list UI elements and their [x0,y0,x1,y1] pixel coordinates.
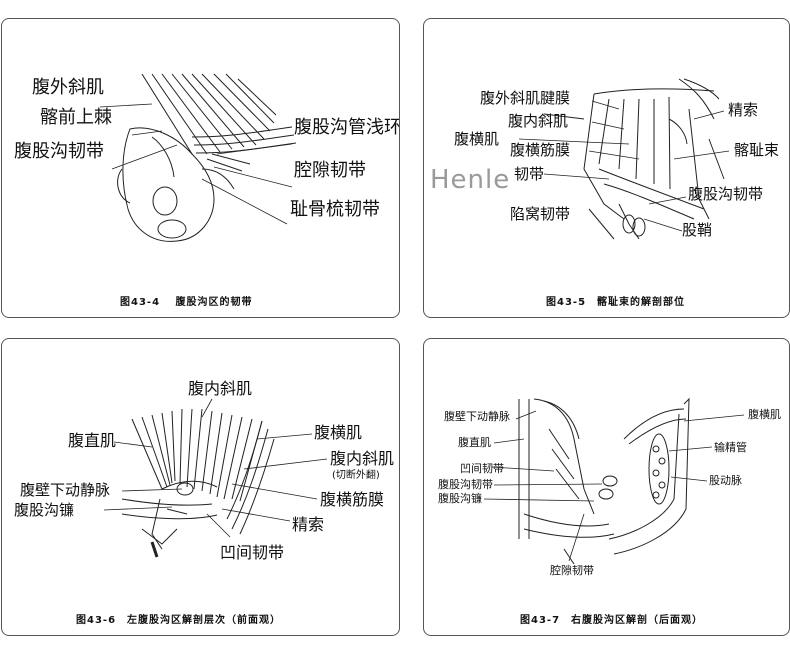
label-transversus-4: 腹横肌 [748,408,781,421]
label-ligament: 韧带 [514,165,545,183]
label-interfoveolar-ligament: 陷窝韧带 [510,205,571,223]
label-vas-deferens: 输精管 [714,441,747,454]
label-spermatic-cord-3: 精索 [292,515,325,534]
label-femoral-artery: 股动脉 [709,474,742,487]
figure-43-5-drawing [518,78,730,240]
label-obliquus-internus-note: (切断外翻) [332,470,380,481]
label-obliquus-externus: 腹外斜肌 [32,77,104,98]
figure-43-4-drawing [99,73,297,242]
label-rectus: 腹直肌 [68,431,117,450]
label-superficial-ring: 腹股沟管浅环 [294,117,400,138]
figure-43-5: Henle 腹外斜肌腱膜 腹内斜肌 腹横肌 腹横筋膜 韧带 陷窝韧带 精索 髂耻… [423,18,790,318]
label-transversus: 腹横肌 [454,130,500,148]
caption-43-5: 图43-5 髂耻束的解剖部位 [546,297,686,308]
label-sheath: 股鞘 [682,221,713,239]
caption-43-7: 图43-7 右腹股沟区解剖（后面观） [520,615,704,626]
label-inguinal-ligament-2: 腹股沟韧带 [688,185,764,203]
caption-43-4: 图43-4 腹股沟区的韧带 [120,297,253,308]
label-iliopubic-tract: 髂耻束 [734,141,780,159]
label-obliquus-internus-right: 腹内斜肌 [330,449,395,468]
label-inguinal-ligament-4: 腹股沟韧带 [438,478,493,491]
figure-43-7: 腹壁下动静脉 腹直肌 凹间韧带 腹股沟韧带 腹股沟镰 腔隙韧带 腹横肌 输精管 … [423,338,790,636]
figure-43-4: 腹外斜肌 髂前上棘 腹股沟韧带 腹股沟管浅环 腔隙韧带 耻骨梳韧带 图43-4 … [1,18,400,318]
label-obliquus-internus: 腹内斜肌 [508,112,569,130]
figure-43-6-drawing [103,398,328,558]
figure-43-6: 腹内斜肌 腹直肌 腹横肌 腹内斜肌 (切断外翻) 腹壁下动静脉 腹股沟镰 腹横筋… [1,338,400,636]
label-spermatic-cord: 精索 [728,101,759,119]
watermark-henle: Henle [430,165,511,195]
label-lacunar-4: 腔隙韧带 [550,564,594,577]
label-obliquus-externus-aponeurosis: 腹外斜肌腱膜 [480,89,571,107]
label-inguinal-falx-4: 腹股沟镰 [438,492,482,505]
label-pectineal-ligament: 耻骨梳韧带 [290,199,380,220]
label-transversalis-fascia-3: 腹横筋膜 [320,490,385,509]
label-inguinal-falx: 腹股沟镰 [14,501,75,519]
label-transversus-3: 腹横肌 [314,423,363,442]
label-lacunar-ligament: 腔隙韧带 [294,160,366,181]
label-iliac-spine: 髂前上棘 [40,107,112,128]
label-inguinal-ligament: 腹股沟韧带 [14,141,104,162]
label-obliquus-internus-top: 腹内斜肌 [188,379,253,398]
label-inferior-epigastric-4: 腹壁下动静脉 [444,410,510,423]
label-inferior-epigastric: 腹壁下动静脉 [20,481,111,499]
label-rectus-4: 腹直肌 [458,436,491,449]
label-interfoveolar-4: 凹间韧带 [460,462,504,475]
label-interfoveolar-3: 凹间韧带 [220,543,285,562]
figure-43-7-drawing [483,397,745,565]
caption-43-6: 图43-6 左腹股沟区解剖层次（前面观） [76,615,282,626]
label-transversalis-fascia: 腹横筋膜 [510,141,571,159]
